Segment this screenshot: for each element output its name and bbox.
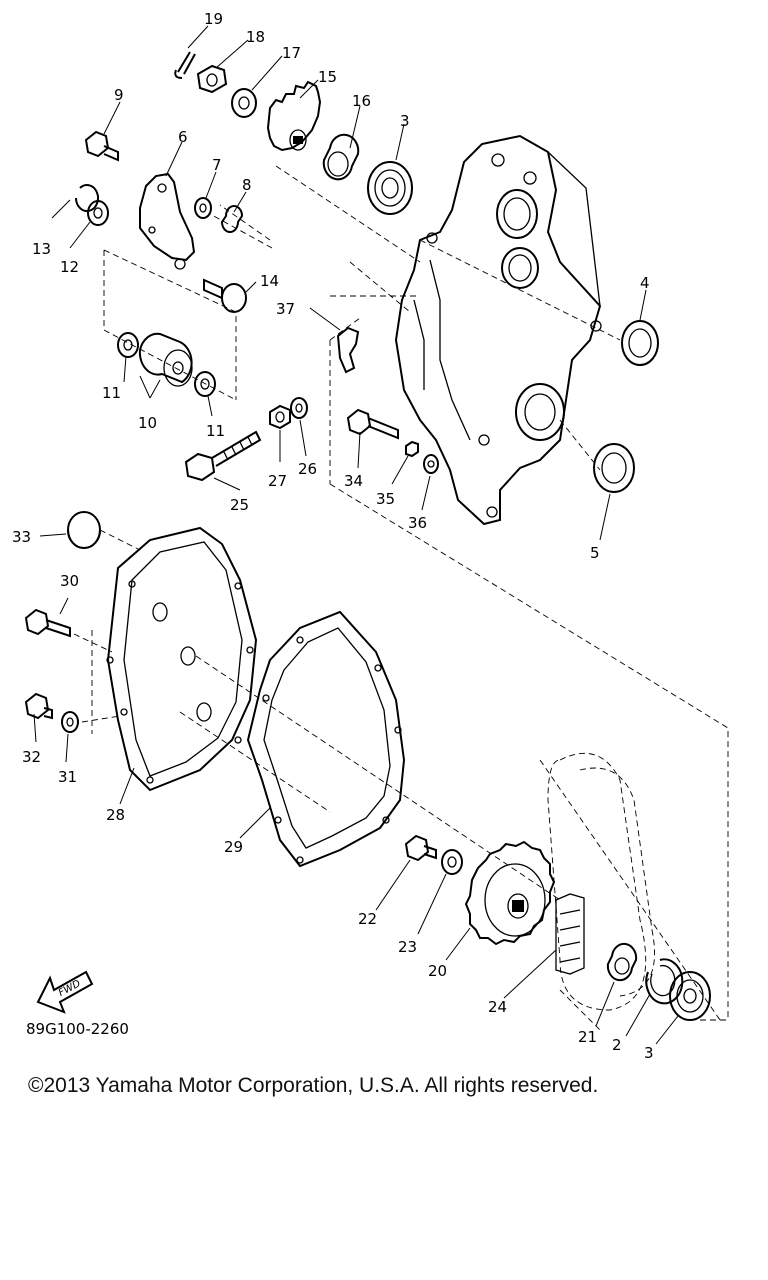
part-6-tensioner-arm: [139, 172, 196, 270]
part-15-sprocket: [266, 80, 322, 152]
callout-3-lower: 3: [644, 1044, 654, 1060]
callout-8: 8: [242, 176, 252, 194]
part-19-cotter-pin: [174, 51, 196, 79]
part-26-washer: [290, 397, 308, 419]
part-34-bolt: [346, 408, 399, 440]
callout-30: 30: [60, 572, 79, 590]
callout-25: 25: [230, 496, 249, 514]
callout-14: 14: [260, 272, 279, 290]
callout-35: 35: [376, 490, 395, 508]
part-12-washer: [87, 200, 109, 226]
leader-lines: [33, 25, 679, 1045]
part-36-washer: [423, 454, 439, 474]
part-31-washer: [61, 711, 79, 733]
chaincase-housing: [394, 134, 602, 526]
callout-9: 9: [114, 86, 124, 104]
part-35-nut: [405, 440, 419, 458]
callout-36: 36: [408, 514, 427, 532]
callout-4: 4: [640, 274, 650, 292]
part-21-spacer: [606, 942, 638, 982]
part-17-washer: [231, 88, 257, 118]
part-7-washer: [194, 197, 212, 219]
part-24-drive-chain: [547, 752, 656, 1011]
callout-22: 22: [358, 910, 377, 928]
callout-37: 37: [276, 300, 295, 318]
part-13-circlip: [75, 184, 99, 213]
callout-19: 19: [204, 10, 223, 28]
part-29-gasket: [246, 610, 406, 868]
part-28-chaincase-cover: [106, 526, 258, 792]
part-14-pivot-pin: [203, 278, 247, 313]
part-11-washer-right: [194, 371, 216, 397]
callout-18: 18: [246, 28, 265, 46]
part-27-nut: [269, 404, 291, 430]
callout-11-left: 11: [102, 384, 121, 402]
callout-27: 27: [268, 472, 287, 490]
callout-17: 17: [282, 44, 301, 62]
part-8-plug: [220, 205, 244, 233]
callout-24: 24: [488, 998, 507, 1016]
fwd-arrow-icon: FWD: [36, 970, 94, 1014]
callout-34: 34: [344, 472, 363, 490]
callout-15: 15: [318, 68, 337, 86]
copyright-notice: ©2013 Yamaha Motor Corporation, U.S.A. A…: [28, 1074, 599, 1097]
part-11-washer-left: [117, 332, 139, 358]
callout-16: 16: [352, 92, 371, 110]
part-33-cap: [67, 511, 101, 549]
callout-5: 5: [590, 544, 600, 562]
callout-33: 33: [12, 528, 31, 546]
part-30-bolt: [24, 608, 71, 638]
callout-23: 23: [398, 938, 417, 956]
part-25-bolt: [184, 430, 262, 482]
part-20-sprocket: [464, 840, 556, 946]
part-18-nut: [196, 64, 228, 94]
callout-31: 31: [58, 768, 77, 786]
callout-7: 7: [212, 156, 222, 174]
callout-32: 32: [22, 748, 41, 766]
part-3-bearing-lower: [669, 971, 711, 1021]
callout-26: 26: [298, 460, 317, 478]
part-37-grease-nipple: [336, 326, 360, 374]
part-16-collar: [322, 133, 360, 181]
callout-2: 2: [612, 1036, 622, 1054]
callout-21: 21: [578, 1028, 597, 1046]
part-3-bearing-upper: [367, 161, 413, 215]
part-10-roller: [138, 332, 193, 387]
callout-29: 29: [224, 838, 243, 856]
callout-28: 28: [106, 806, 125, 824]
part-9-bolt: [84, 130, 119, 162]
callout-10: 10: [138, 414, 157, 432]
diagram-code: 89G100-2260: [26, 1020, 129, 1038]
exploded-parts-diagram: FWD: [12, 10, 729, 1060]
callout-13: 13: [32, 240, 51, 258]
bolt-group-bracket: [329, 295, 420, 484]
callout-6: 6: [178, 128, 188, 146]
part-5-oil-seal: [593, 443, 635, 493]
part-23-washer: [441, 849, 463, 875]
callout-12: 12: [60, 258, 79, 276]
callout-3-upper: 3: [400, 112, 410, 130]
part-4-oil-seal: [621, 320, 659, 366]
callout-11-right: 11: [206, 422, 225, 440]
part-22-bolt: [404, 834, 437, 862]
callout-20: 20: [428, 962, 447, 980]
part-32-bolt: [24, 692, 53, 720]
